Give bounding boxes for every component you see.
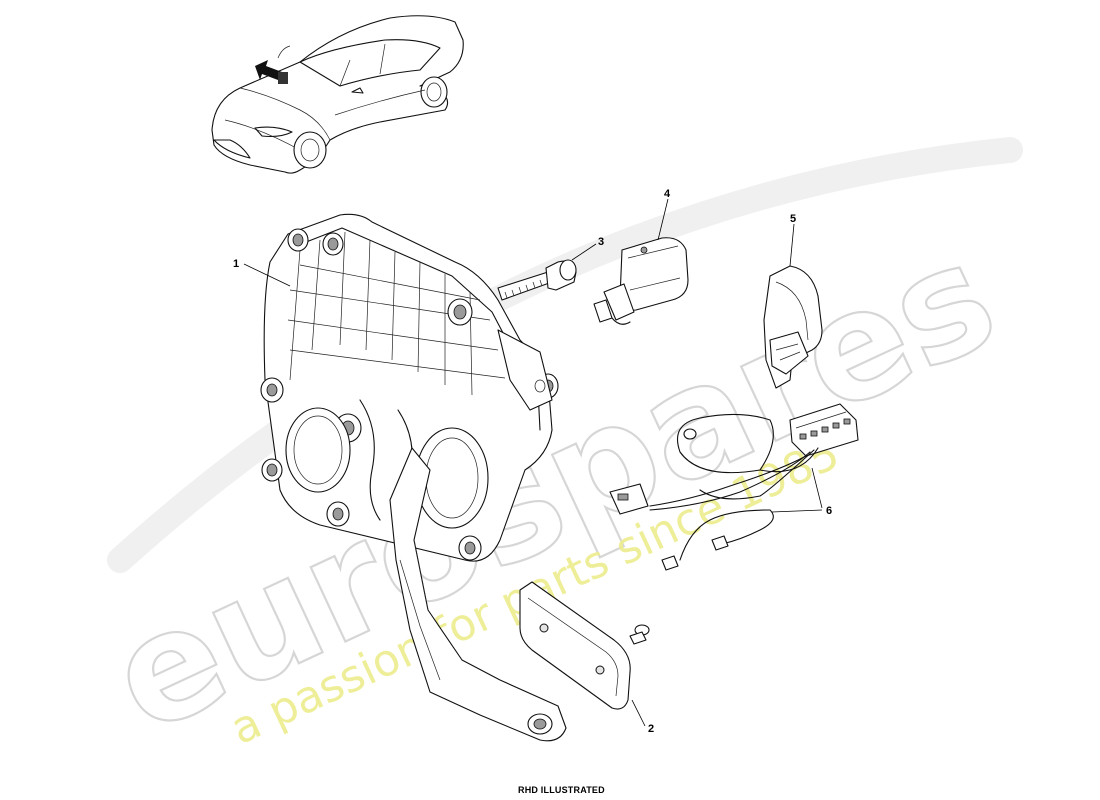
pad-screw — [629, 624, 650, 645]
watermark: eurospares a passion for parts since 198… — [86, 137, 1023, 769]
mounting-bolt — [497, 259, 577, 301]
callout-6: 6 — [826, 505, 832, 517]
callout-5: 5 — [790, 213, 796, 225]
callout-3: 3 — [598, 236, 604, 248]
brake-light-switch — [593, 237, 689, 325]
illustration-note: RHD ILLUSTRATED — [518, 785, 605, 795]
callout-leaders — [243, 198, 823, 727]
wiring-harness — [609, 403, 859, 571]
pedal-pad — [519, 581, 631, 710]
watermark-brand: eurospares — [87, 209, 1020, 768]
callout-1: 1 — [233, 258, 239, 270]
pedal-box-bracket — [260, 213, 559, 562]
pedal-sensor-housing — [763, 265, 823, 389]
brake-pedal-arm — [389, 447, 567, 742]
vehicle-location-thumbnail — [211, 15, 464, 174]
callout-2: 2 — [648, 723, 654, 735]
callout-4: 4 — [664, 188, 671, 200]
